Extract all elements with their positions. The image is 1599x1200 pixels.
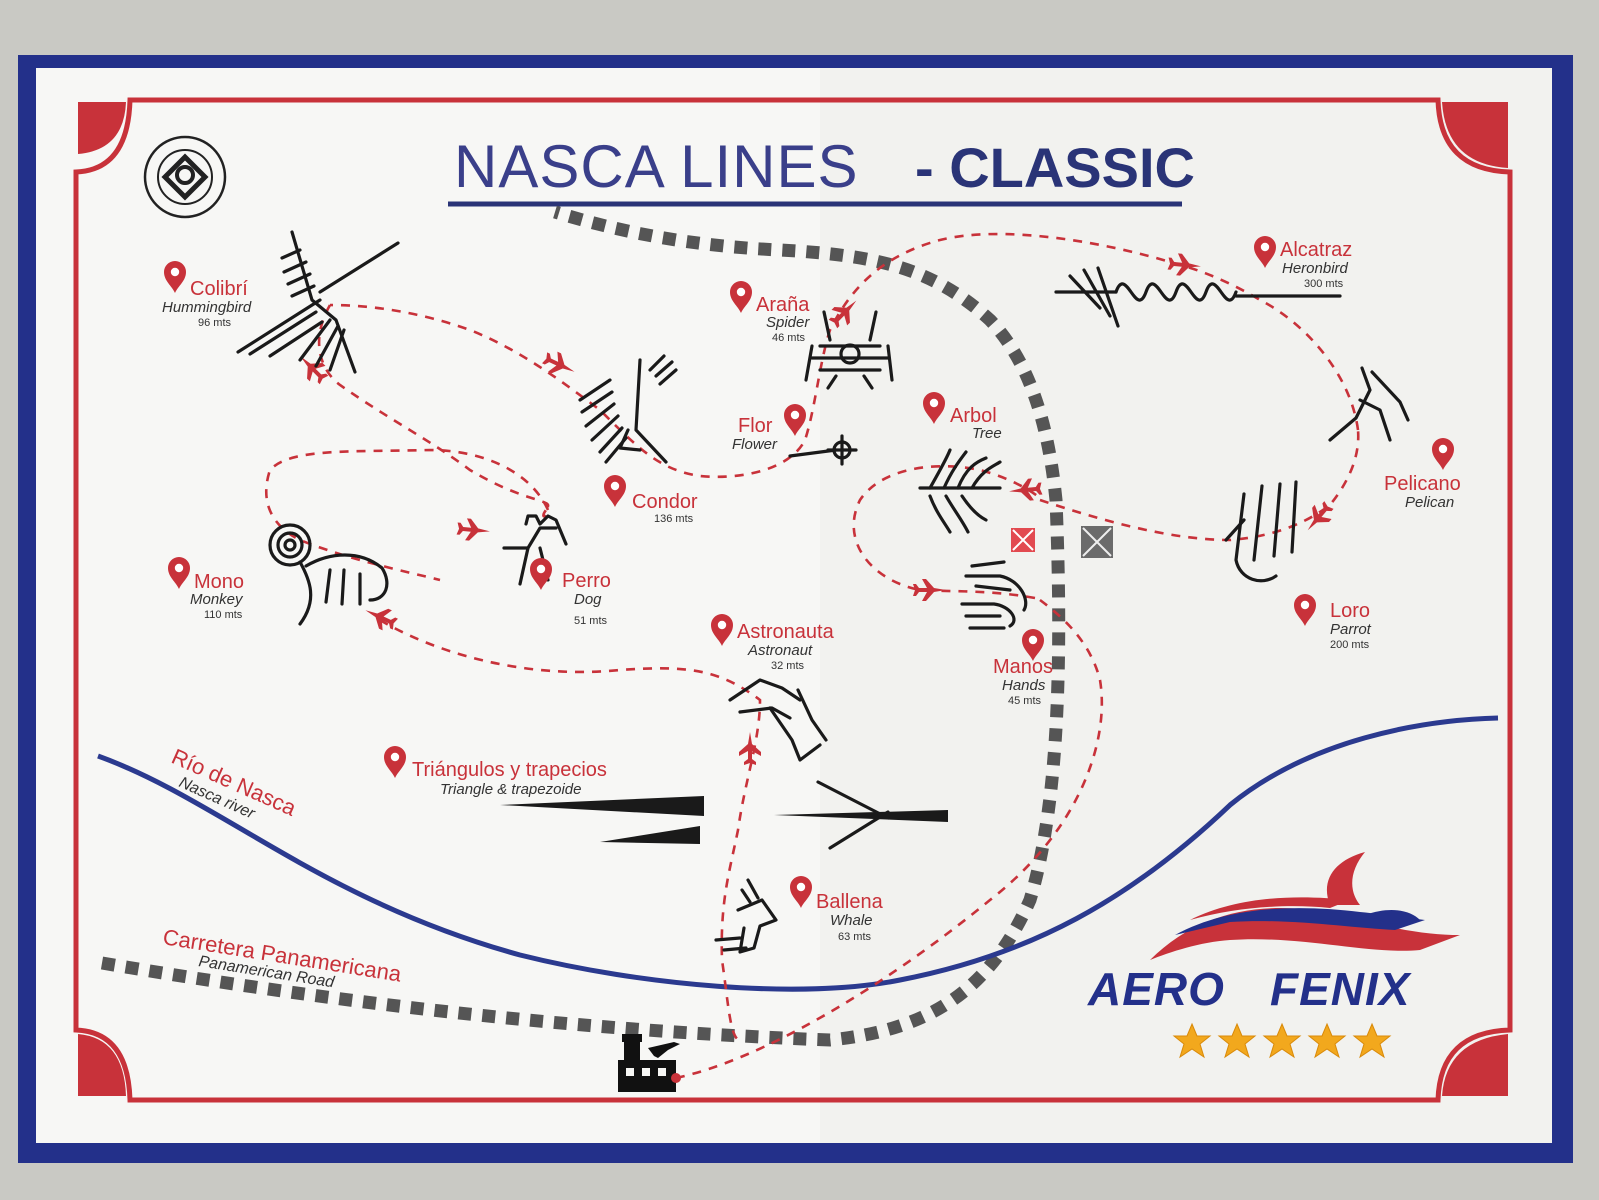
route-start-dot <box>671 1073 681 1083</box>
label-flor-name: Flor <box>738 415 773 437</box>
label-loro-english: Parrot <box>1330 621 1372 638</box>
brand-name-right: FENIX <box>1270 963 1412 1015</box>
label-colibri-name: Colibrí <box>190 278 248 300</box>
label-pelicano-name: Pelicano <box>1384 473 1461 495</box>
parrot-figure <box>1224 480 1298 583</box>
nasca-river <box>97 715 1499 992</box>
label-condor-size: 136 mts <box>654 513 694 525</box>
label-mono-english: Monkey <box>190 591 244 608</box>
label-ballena-name: Ballena <box>816 891 884 913</box>
label-triangulos-name: Triángulos y trapecios <box>412 759 607 781</box>
label-pelicano-english: Pelican <box>1405 494 1454 511</box>
heronbird-figure <box>1054 266 1342 328</box>
paper-shade <box>820 68 1552 1143</box>
label-perro-size: 51 mts <box>574 615 608 627</box>
tree-figure <box>918 448 1002 534</box>
label-manos-size: 45 mts <box>1008 695 1042 707</box>
label-alcatraz-english: Heronbird <box>1282 260 1349 277</box>
label-arana-english: Spider <box>766 314 810 331</box>
label-perro-name: Perro <box>562 570 611 592</box>
label-condor-name: Condor <box>632 491 698 513</box>
label-ballena-english: Whale <box>830 912 873 929</box>
label-alcatraz-size: 300 mts <box>1304 278 1344 290</box>
label-mono-size: 110 mts <box>204 609 243 621</box>
corner-bottom-left <box>78 1034 126 1096</box>
label-arana-size: 46 mts <box>772 332 806 344</box>
condor-figure <box>578 354 678 464</box>
label-loro-size: 200 mts <box>1330 639 1370 651</box>
label-perro-english: Dog <box>574 591 602 608</box>
label-manos-name: Manos <box>993 656 1053 678</box>
label-arbol-english: Tree <box>972 425 1002 442</box>
label-ballena-size: 63 mts <box>838 931 872 943</box>
label-arana-name: Araña <box>756 294 810 316</box>
label-alcatraz-name: Alcatraz <box>1280 239 1352 261</box>
label-colibri-size: 96 mts <box>198 317 232 329</box>
hands-figure <box>960 560 1028 630</box>
label-astronauta-name: Astronauta <box>737 621 835 643</box>
unesco-emblem-icon <box>143 135 227 219</box>
corner-bottom-right <box>1442 1034 1508 1096</box>
label-manos-english: Hands <box>1002 677 1046 694</box>
label-astronauta-size: 32 mts <box>771 660 805 672</box>
triangles-trapezoids-figure <box>500 780 948 850</box>
title-main: NASCA LINES <box>454 133 859 200</box>
label-colibri-english: Hummingbird <box>162 299 252 316</box>
label-flor-english: Flower <box>732 436 778 453</box>
spider-figure <box>804 310 894 390</box>
pelican-figure <box>1328 366 1410 442</box>
red-frame <box>73 97 1513 1103</box>
whale-figure <box>714 878 778 954</box>
hummingbird-figure <box>236 230 400 374</box>
label-astronauta-english: Astronaut <box>747 642 813 659</box>
label-mono-name: Mono <box>194 571 244 593</box>
aerofenix-logo <box>1150 852 1460 960</box>
title-accent: - CLASSIC <box>915 136 1195 199</box>
flight-route <box>265 232 1360 1080</box>
brand-name-left: AERO <box>1087 963 1225 1015</box>
corner-top-right <box>1442 102 1508 168</box>
monkey-figure <box>268 523 389 626</box>
viewpoint-marker-icon <box>1081 526 1113 558</box>
astronaut-figure <box>728 678 828 762</box>
label-loro-name: Loro <box>1330 600 1370 622</box>
label-triangulos-english: Triangle & trapezoide <box>440 781 581 798</box>
corner-top-left <box>78 102 126 154</box>
panamerican-road <box>100 205 1066 1047</box>
airport-icon <box>618 1034 680 1092</box>
viewpoint-marker-icon <box>1011 528 1035 552</box>
label-arbol-name: Arbol <box>950 405 997 427</box>
flower-figure <box>788 434 858 466</box>
